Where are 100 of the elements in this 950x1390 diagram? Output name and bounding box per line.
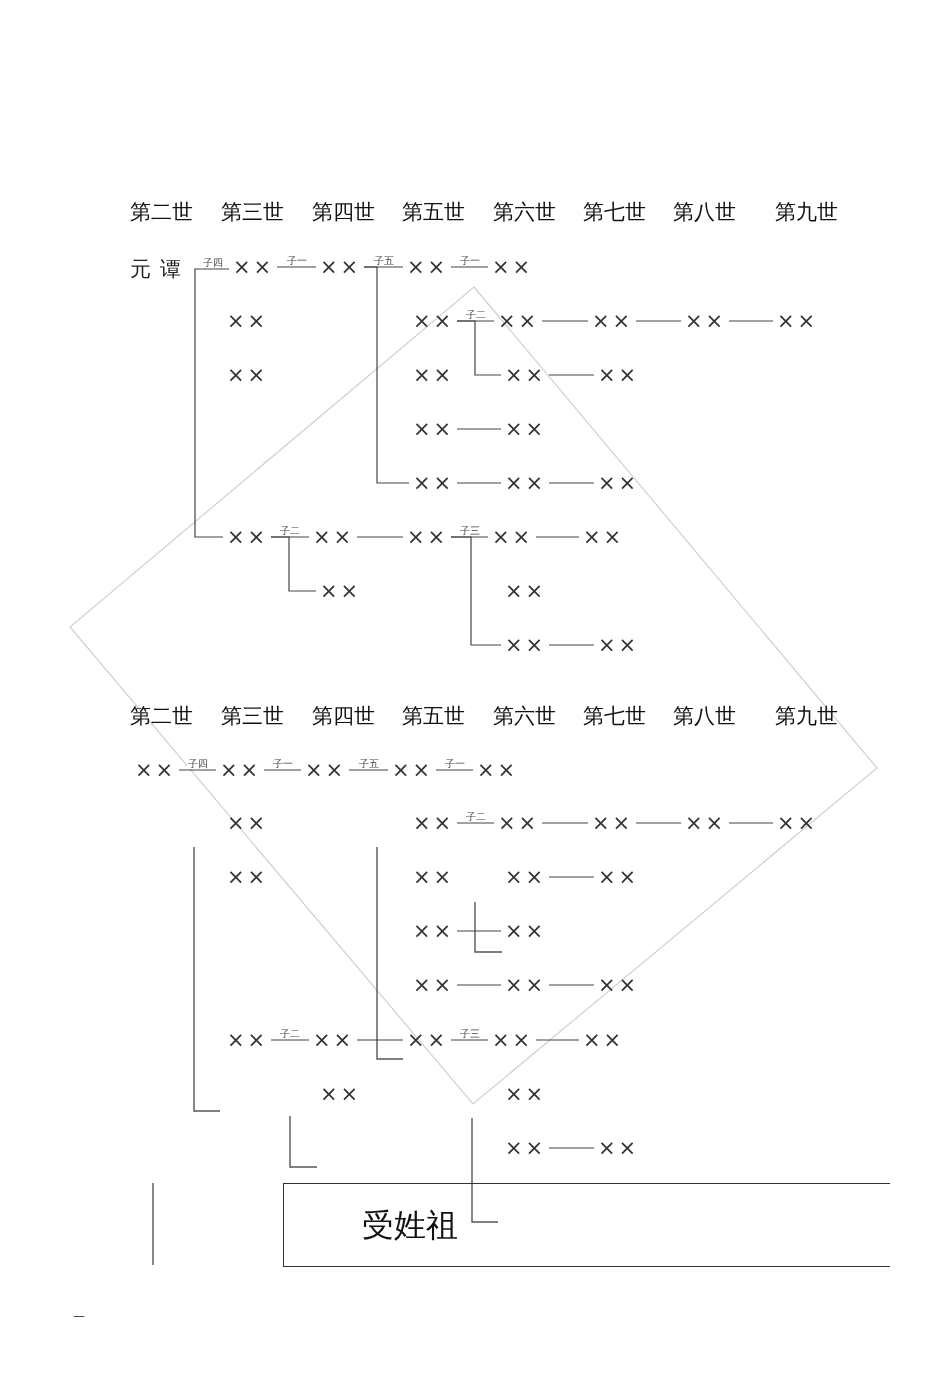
name-field: ×× bbox=[227, 869, 265, 885]
name-field: ×× bbox=[392, 762, 430, 778]
connector-line bbox=[456, 482, 502, 484]
generation-heading: 第五世 bbox=[402, 703, 465, 729]
name-field: ×× bbox=[413, 977, 451, 993]
name-field: ×× bbox=[320, 259, 358, 275]
generation-heading: 第九世 bbox=[775, 703, 838, 729]
name-field: ×× bbox=[685, 815, 723, 831]
generation-heading: 第五世 bbox=[402, 199, 465, 225]
name-field: ×× bbox=[505, 1140, 543, 1156]
name-field: ×× bbox=[220, 762, 258, 778]
name-field: ×× bbox=[498, 313, 536, 329]
name-field: ×× bbox=[777, 313, 815, 329]
name-field: ×× bbox=[413, 313, 451, 329]
edge-label: 子四 bbox=[201, 257, 224, 268]
name-field: ×× bbox=[598, 869, 636, 885]
name-field: ×× bbox=[492, 1032, 530, 1048]
generation-heading: 第六世 bbox=[493, 199, 556, 225]
edge-label: 子一 bbox=[458, 255, 481, 266]
name-field: ×× bbox=[413, 869, 451, 885]
ancestor-box: 受姓祖 bbox=[283, 1183, 890, 1267]
name-field: ×× bbox=[413, 475, 451, 491]
name-field: ×× bbox=[227, 313, 265, 329]
name-field: ×× bbox=[492, 259, 530, 275]
generation-heading: 第八世 bbox=[673, 199, 736, 225]
connector-line bbox=[435, 769, 474, 771]
connector-line bbox=[450, 536, 502, 646]
edge-label: 子二 bbox=[464, 309, 487, 320]
connector-line bbox=[728, 320, 774, 322]
name-field: ×× bbox=[413, 815, 451, 831]
connector-line bbox=[456, 930, 502, 932]
name-field: ×× bbox=[135, 762, 173, 778]
connector-line bbox=[450, 1039, 489, 1041]
name-field: ×× bbox=[305, 762, 343, 778]
edge-label: 子二 bbox=[279, 525, 301, 536]
connector-line bbox=[635, 320, 682, 322]
connector-line bbox=[548, 374, 595, 376]
generation-heading: 第九世 bbox=[775, 199, 838, 225]
name-field: ×× bbox=[233, 259, 271, 275]
name-field: ×× bbox=[598, 637, 636, 653]
name-field: ×× bbox=[592, 313, 630, 329]
name-field: ×× bbox=[413, 421, 451, 437]
connector-line bbox=[535, 536, 580, 538]
name-field: ×× bbox=[492, 529, 530, 545]
name-field: ×× bbox=[598, 1140, 636, 1156]
ancestor-name: 元谭 bbox=[130, 257, 190, 281]
page-number: 一 bbox=[73, 1310, 85, 1324]
name-field: ×× bbox=[313, 529, 351, 545]
edge-label: 子三 bbox=[458, 1028, 481, 1039]
edge-label: 子五 bbox=[372, 255, 395, 266]
name-field: ×× bbox=[407, 1032, 445, 1048]
generation-heading: 第七世 bbox=[583, 703, 646, 729]
connector-line bbox=[194, 268, 224, 538]
connector-line bbox=[535, 1039, 580, 1041]
generation-heading: 第三世 bbox=[221, 703, 284, 729]
name-field: ×× bbox=[505, 475, 543, 491]
name-field: ×× bbox=[227, 815, 265, 831]
name-field: ×× bbox=[407, 259, 445, 275]
name-field: ×× bbox=[505, 923, 543, 939]
name-field: ×× bbox=[598, 367, 636, 383]
name-field: ×× bbox=[320, 583, 358, 599]
connector-line bbox=[728, 822, 774, 824]
generation-heading: 第二世 bbox=[130, 703, 193, 729]
name-field: ×× bbox=[505, 637, 543, 653]
name-field: ×× bbox=[777, 815, 815, 831]
name-field: ×× bbox=[592, 815, 630, 831]
connector-line bbox=[548, 1147, 595, 1149]
connector-line bbox=[548, 644, 595, 646]
edge-label: 子四 bbox=[186, 758, 209, 769]
connector-line bbox=[456, 822, 495, 824]
connector-line bbox=[363, 266, 410, 484]
name-field: ×× bbox=[505, 367, 543, 383]
name-field: ×× bbox=[505, 977, 543, 993]
connector-line bbox=[356, 1039, 404, 1041]
name-field: ×× bbox=[583, 529, 621, 545]
connector-line bbox=[270, 1039, 310, 1041]
name-field: ×× bbox=[413, 923, 451, 939]
edge-label: 子一 bbox=[271, 758, 294, 769]
name-field: ×× bbox=[598, 475, 636, 491]
name-field: ×× bbox=[598, 977, 636, 993]
connector-line bbox=[348, 769, 389, 771]
edge-label: 子五 bbox=[357, 758, 380, 769]
connector-line bbox=[178, 769, 217, 771]
name-field: ×× bbox=[227, 1032, 265, 1048]
generation-heading: 第七世 bbox=[583, 199, 646, 225]
generation-heading: 第四世 bbox=[312, 199, 375, 225]
connector-line bbox=[276, 266, 317, 268]
connector-line bbox=[541, 822, 589, 824]
name-field: ×× bbox=[505, 583, 543, 599]
name-field: ×× bbox=[407, 529, 445, 545]
name-field: ×× bbox=[685, 313, 723, 329]
name-field: ×× bbox=[498, 815, 536, 831]
connector-line bbox=[635, 822, 682, 824]
connector-line bbox=[548, 984, 595, 986]
connector-line bbox=[356, 536, 404, 538]
generation-heading: 第八世 bbox=[673, 703, 736, 729]
connector-line bbox=[270, 536, 317, 592]
name-field: ×× bbox=[227, 367, 265, 383]
edge-label: 子三 bbox=[458, 525, 481, 536]
name-field: ×× bbox=[320, 1086, 358, 1102]
